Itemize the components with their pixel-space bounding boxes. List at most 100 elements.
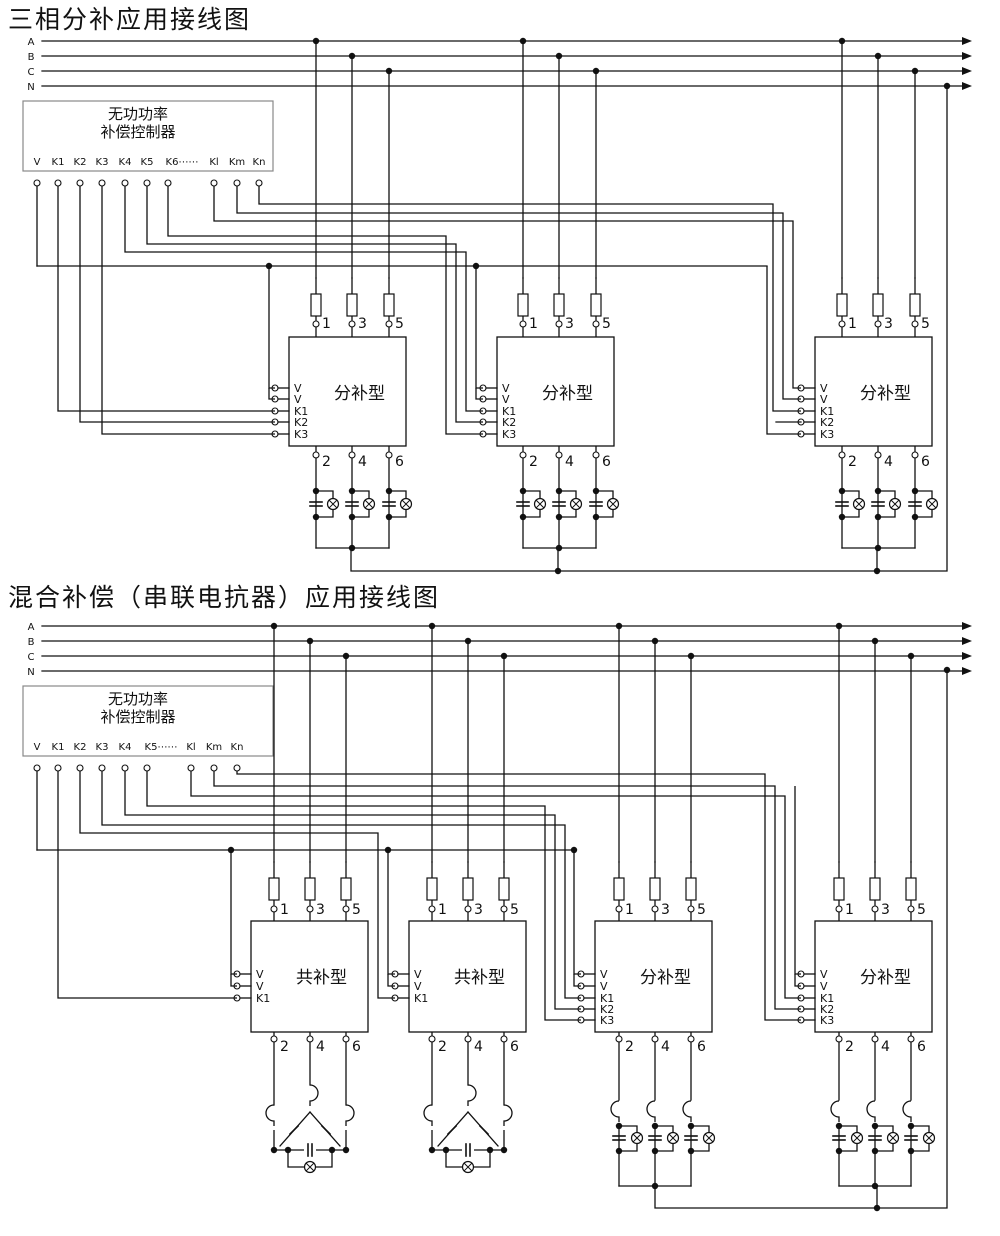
lamp-cross xyxy=(305,1162,315,1172)
wire xyxy=(268,266,275,389)
terminal-circle xyxy=(519,320,527,328)
top-terminal-label: 1 xyxy=(438,902,447,918)
terminal-circle xyxy=(98,764,106,772)
wire xyxy=(268,388,275,400)
lamp-cross xyxy=(571,499,581,509)
fuse xyxy=(268,877,280,901)
terminal-circle xyxy=(342,1035,350,1043)
junction-dot xyxy=(651,1147,659,1155)
top-terminal-label: 5 xyxy=(697,902,706,918)
bottom-terminal-label: 6 xyxy=(602,454,611,470)
fuse xyxy=(383,293,395,317)
unit-type-label: 共补型 xyxy=(296,968,347,988)
terminal-circle xyxy=(385,451,393,459)
junction-dot xyxy=(442,1146,450,1154)
phase-label-b: B xyxy=(28,637,35,648)
top-terminal-label: 5 xyxy=(352,902,361,918)
unit-box xyxy=(496,336,615,447)
controller-terminal-label: K2 xyxy=(74,742,87,753)
bottom-terminal-label: 4 xyxy=(474,1039,483,1055)
junction-dot xyxy=(486,1146,494,1154)
top-terminal-label: 1 xyxy=(322,316,331,332)
lamp-cross xyxy=(668,1133,678,1143)
terminal-circle xyxy=(871,1035,879,1043)
junction-dot xyxy=(615,1147,623,1155)
lamp-cross xyxy=(632,1133,642,1143)
bottom-terminal-label: 4 xyxy=(565,454,574,470)
unit-input-label: V xyxy=(256,968,264,981)
junction-dot xyxy=(328,1146,336,1154)
terminal-circle xyxy=(210,179,218,187)
terminal-circle xyxy=(233,179,241,187)
phase-label-a: A xyxy=(28,37,35,48)
terminal-circle xyxy=(76,179,84,187)
top-terminal-label: 5 xyxy=(510,902,519,918)
terminal-circle xyxy=(233,764,241,772)
lamp-cross xyxy=(852,1133,862,1143)
controller-terminal-label: K1 xyxy=(52,742,65,753)
bottom-terminal-label: 4 xyxy=(881,1039,890,1055)
capacitor-plate xyxy=(320,1124,332,1136)
reactor-icon xyxy=(646,1100,656,1122)
diagram-title-three-phase: 三相分补应用接线图 xyxy=(8,5,252,34)
unit-type-label: 共补型 xyxy=(454,968,505,988)
wire xyxy=(794,974,801,987)
terminal-circle xyxy=(270,905,278,913)
controller-terminal-label: K1 xyxy=(52,157,65,168)
terminal-circle xyxy=(210,764,218,772)
junction-dot xyxy=(428,1146,436,1154)
junction-dot xyxy=(835,1147,843,1155)
lamp-cross xyxy=(328,499,338,509)
wire xyxy=(146,186,483,423)
unit-box xyxy=(814,920,933,1033)
wire xyxy=(911,1125,930,1132)
controller-terminal-label: K2 xyxy=(74,157,87,168)
unit-input-label: K1 xyxy=(820,992,834,1005)
bottom-terminal-label: 2 xyxy=(529,454,538,470)
capacitor-plate xyxy=(288,1124,300,1136)
wire xyxy=(475,388,483,400)
junction-dot xyxy=(312,513,320,521)
terminal-circle xyxy=(121,179,129,187)
wire xyxy=(213,186,801,389)
junction-dot xyxy=(687,1147,695,1155)
wire xyxy=(619,1125,638,1132)
junction-dot xyxy=(385,513,393,521)
bus-arrow xyxy=(962,52,972,60)
terminal-circle xyxy=(33,179,41,187)
bottom-terminal-label: 6 xyxy=(917,1039,926,1055)
reactor-icon xyxy=(423,1104,433,1126)
unit-input-label: V xyxy=(600,968,608,981)
unit-input-label: K2 xyxy=(820,1003,834,1016)
top-terminal-label: 1 xyxy=(845,902,854,918)
terminal-circle xyxy=(592,451,600,459)
wire xyxy=(287,1150,304,1168)
unit-input-label: K1 xyxy=(256,992,270,1005)
unit-input-label: V xyxy=(414,968,422,981)
terminal-circle xyxy=(164,179,172,187)
top-terminal-label: 5 xyxy=(921,316,930,332)
unit-input-label: V xyxy=(294,382,302,395)
controller-terminal-label: V xyxy=(34,157,41,168)
terminal-circle xyxy=(428,905,436,913)
fuse xyxy=(310,293,322,317)
wire xyxy=(124,771,581,1010)
terminal-circle xyxy=(555,451,563,459)
phase-label-c: C xyxy=(28,652,35,663)
fuse xyxy=(346,293,358,317)
terminal-circle xyxy=(306,1035,314,1043)
junction-dot xyxy=(911,513,919,521)
wire xyxy=(190,771,801,999)
unit-box xyxy=(250,920,369,1033)
unit-input-label: K1 xyxy=(502,405,516,418)
wire xyxy=(387,974,395,987)
lamp-cross xyxy=(890,499,900,509)
wire xyxy=(915,510,933,518)
lamp-cross xyxy=(463,1162,473,1172)
bottom-terminal-label: 4 xyxy=(316,1039,325,1055)
unit-input-label: V xyxy=(256,980,264,993)
wire xyxy=(559,510,577,518)
